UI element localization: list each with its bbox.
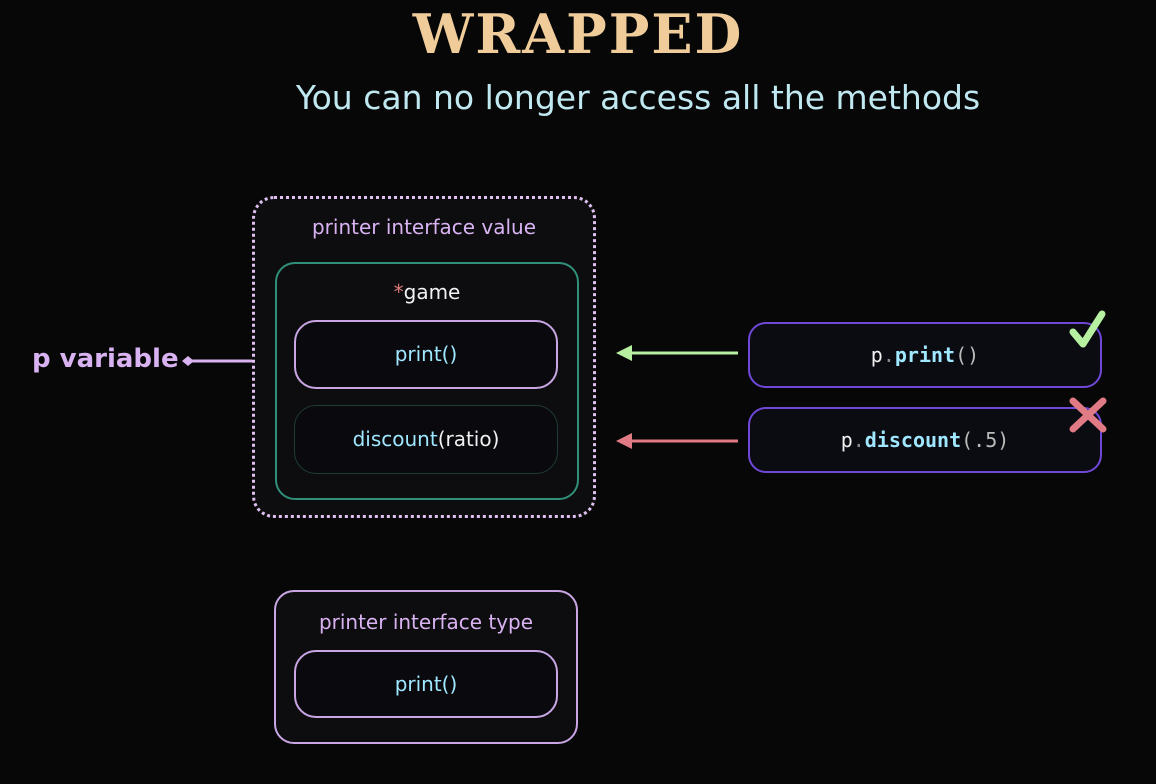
- allowed-arrow-head-icon: [616, 345, 632, 361]
- denied-arrow-head-icon: [616, 433, 632, 449]
- interface-value-label: printer interface value: [311, 215, 537, 239]
- interface-type-print-method: print(): [294, 650, 558, 718]
- game-struct-label: *game: [275, 280, 579, 304]
- call-receiver: p: [870, 343, 883, 367]
- p-variable-label: p variable: [32, 344, 179, 374]
- discount-method-args: (ratio): [437, 427, 500, 451]
- call-args: (.5): [961, 428, 1010, 452]
- game-name: game: [403, 280, 461, 304]
- game-discount-method: discount(ratio): [294, 405, 558, 474]
- interface-type-label: printer interface type: [318, 610, 534, 634]
- page-subtitle: You can no longer access all the methods: [295, 78, 981, 117]
- game-print-method: print(): [294, 320, 558, 389]
- call-receiver: p: [840, 428, 853, 452]
- variable-connector-diamond-icon: [182, 356, 194, 366]
- pointer-star: *: [393, 280, 404, 304]
- page-title: WRAPPED: [412, 2, 744, 66]
- call-discount: p.discount(.5): [748, 407, 1102, 473]
- call-method: print: [894, 343, 956, 367]
- discount-method-name: discount: [352, 427, 438, 451]
- game-struct-box: [275, 262, 579, 500]
- call-print: p.print(): [748, 322, 1102, 388]
- call-args: (): [955, 343, 980, 367]
- call-dot: .: [882, 343, 895, 367]
- call-method: discount: [864, 428, 962, 452]
- cross-icon: [1069, 397, 1107, 433]
- check-icon: [1069, 310, 1106, 348]
- call-dot: .: [852, 428, 865, 452]
